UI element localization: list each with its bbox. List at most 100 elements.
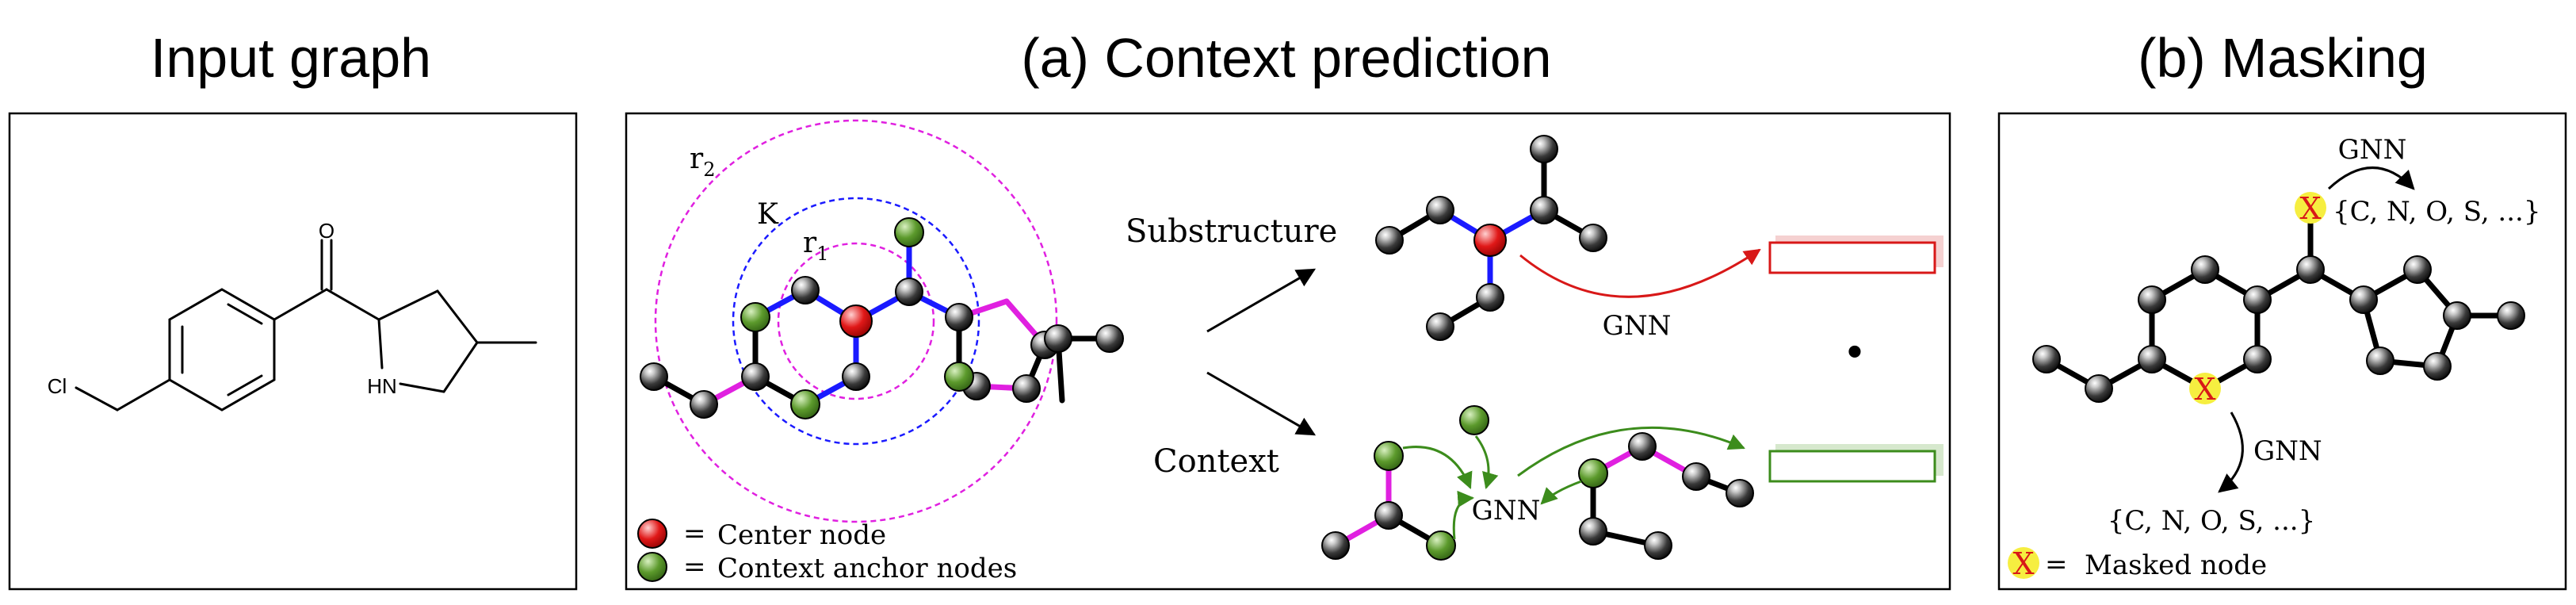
anchor-node (1426, 530, 1456, 561)
atom-node (2138, 345, 2166, 373)
center-node (839, 304, 873, 338)
k-hop-circle (732, 197, 980, 446)
atom-node (640, 362, 668, 391)
atom-node (895, 278, 923, 306)
r2-circle (654, 119, 1058, 523)
anchor-node (790, 389, 820, 419)
k-label: K (757, 198, 779, 231)
legend-masked-symbol: X (2012, 546, 2034, 581)
atom-node (2032, 345, 2061, 373)
atom-node (842, 362, 870, 391)
masking-bottom-set: {C, N, O, S, ...} (2108, 505, 2316, 537)
r1-label: r1 (803, 227, 829, 265)
r1-circle (777, 242, 935, 400)
masked-node-symbol: X (2194, 372, 2215, 407)
atom-node (2243, 345, 2272, 373)
chlorine-atom-label: Cl (48, 374, 67, 398)
anchor-node (740, 302, 770, 332)
atom-node (2191, 255, 2219, 284)
atom-node (2497, 301, 2525, 330)
masking-top-gnn-label: GNN (2338, 134, 2407, 166)
atom-node (1579, 224, 1607, 252)
atom-node (2138, 285, 2166, 314)
atom-node (1726, 479, 1754, 507)
substructure-embedding (1768, 241, 1936, 274)
context-prediction-title: (a) Context prediction (1021, 27, 1551, 89)
oxygen-atom-label: O (319, 219, 334, 243)
legend-masked-equals: = (2045, 549, 2068, 580)
anchor-node (894, 217, 924, 247)
atom-node (2296, 255, 2325, 284)
substructure-molecule (1375, 135, 1607, 341)
atom-node (741, 362, 770, 391)
dot-product: • (1843, 330, 1867, 377)
legend-center-node-icon (637, 519, 667, 549)
atom-node (1426, 196, 1454, 224)
context-molecule-bonds (651, 229, 1113, 408)
context-graph (1321, 405, 1754, 561)
substructure-gnn-arrow (1519, 248, 1761, 298)
atom-node (2403, 255, 2432, 284)
atom-node (1628, 432, 1657, 461)
atom-node (1375, 226, 1404, 255)
substructure-label: Substructure (1126, 213, 1337, 250)
atom-node (2243, 285, 2272, 314)
atom-node (2423, 352, 2452, 381)
context-molecule-atoms (640, 217, 1124, 419)
legend-masked-node-icon (2008, 547, 2039, 579)
input-graph-panel (8, 112, 578, 591)
atom-node (1374, 501, 1403, 530)
masking-top-arrow (2327, 167, 2415, 190)
atom-node (1012, 374, 1041, 403)
anchor-node (1374, 441, 1404, 471)
masking-top-set: {C, N, O, S, ...} (2333, 196, 2541, 228)
atom-node (1095, 324, 1124, 353)
context-label: Context (1153, 443, 1279, 480)
atom-node (2085, 374, 2113, 403)
molecule-skeletal (75, 239, 537, 412)
atom-node (1530, 196, 1558, 224)
atom-node (2366, 347, 2394, 375)
atom-node (1044, 324, 1072, 353)
atom-node (1476, 283, 1504, 312)
atom-node (945, 303, 973, 331)
arrow-to-context (1206, 371, 1317, 436)
atom-node (2349, 285, 2378, 314)
masked-node (2295, 192, 2326, 224)
context-prediction-panel (625, 112, 1951, 591)
input-graph-title: Input graph (151, 27, 431, 89)
legend-anchor-label: Context anchor nodes (717, 553, 1017, 584)
legend-masked-label: Masked node (2085, 549, 2267, 581)
atom-node (1644, 531, 1672, 560)
anchor-node (1578, 458, 1608, 488)
masked-node (2189, 373, 2221, 404)
atom-node (2443, 301, 2471, 330)
atom-node (1530, 135, 1558, 163)
masking-molecule: X X (2032, 191, 2525, 407)
masking-title: (b) Masking (2138, 27, 2428, 89)
context-gnn-label: GNN (1472, 495, 1541, 527)
masking-bottom-arrow (2218, 412, 2244, 493)
amine-atom-label: HN (367, 374, 397, 398)
r2-label: r2 (690, 143, 716, 181)
substructure-gnn-label: GNN (1603, 310, 1672, 342)
legend-anchor-equals: = (683, 551, 706, 583)
anchor-node (1459, 405, 1489, 435)
arrow-to-substructure (1206, 268, 1317, 333)
atom-node (690, 390, 718, 419)
center-node (1473, 224, 1507, 257)
legend-anchor-node-icon (637, 552, 667, 582)
legend-center-label: Center node (717, 519, 886, 551)
masking-bottom-gnn-label: GNN (2253, 435, 2322, 467)
legend-center-equals: = (683, 518, 706, 549)
masked-node-symbol: X (2299, 191, 2321, 226)
atom-node (791, 276, 820, 304)
anchor-node (944, 362, 974, 392)
atom-node (1321, 531, 1350, 560)
atom-node (1682, 462, 1710, 491)
context-gnn-arrows (1402, 426, 1745, 540)
atom-node (1579, 517, 1607, 546)
atom-node (1426, 312, 1454, 341)
context-embedding (1768, 450, 1936, 483)
